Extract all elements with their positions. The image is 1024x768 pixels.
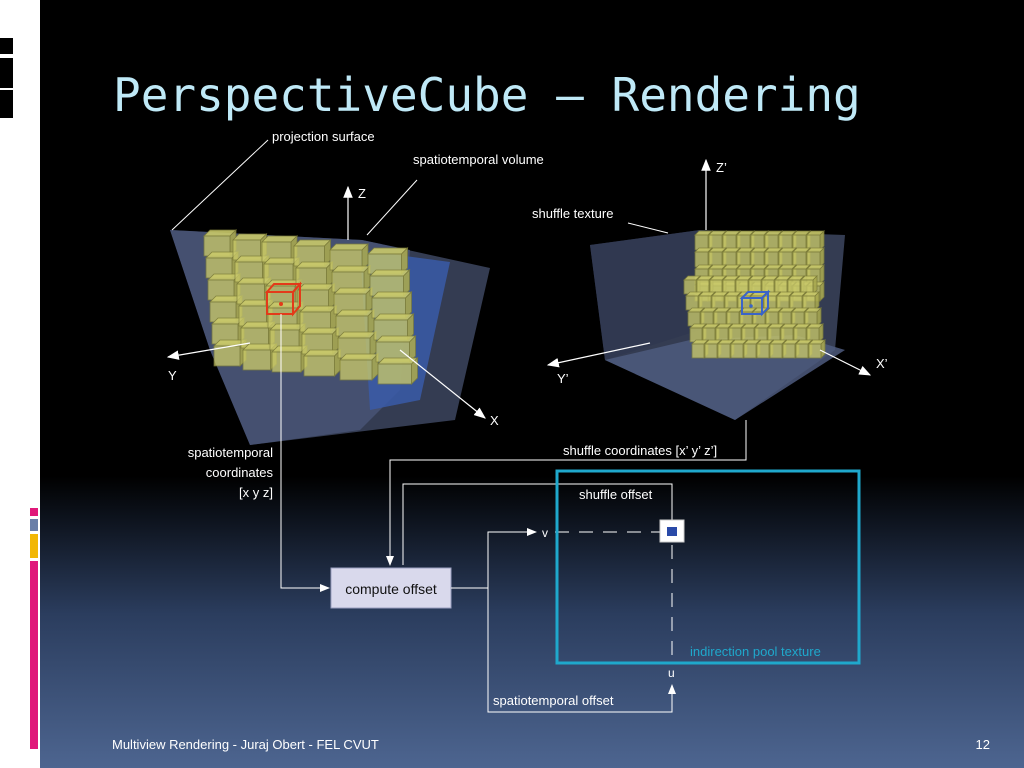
indirection-pool-texture: indirection pool texture [555, 469, 861, 665]
axis-z-label: Z [358, 186, 366, 201]
axis-x-arrow [399, 349, 486, 419]
shuffle-coordinates-label: shuffle coordinates [x’ y’ z’] [563, 443, 717, 458]
axis-y-arrow [166, 342, 251, 360]
axis-x-label: X [490, 413, 499, 428]
shuffle-offset-label: shuffle offset [579, 487, 653, 502]
sidebar-block [0, 90, 13, 118]
accent-stripes [30, 508, 38, 752]
page-number: 12 [975, 737, 990, 752]
axis-y-prime-label: Y’ [557, 371, 569, 386]
spatiotemporal-offset-label: spatiotemporal offset [493, 693, 614, 708]
highlighted-voxel [264, 281, 303, 317]
projection-surface-label: projection surface [272, 129, 375, 144]
compute-offset-box: compute offset [330, 567, 452, 609]
u-axis-label: u [668, 666, 675, 680]
left-voxel-grid [203, 229, 419, 385]
spatiotemporal-coordinates-label-2: coordinates [206, 465, 274, 480]
footer-text: Multiview Rendering - Juraj Obert - FEL … [112, 737, 379, 752]
left-sidebar-bar [0, 0, 40, 768]
axis-x-prime-label: X’ [876, 356, 888, 371]
right-voxel-grid [683, 230, 826, 359]
v-axis-label: v [542, 526, 548, 540]
slide-title: PerspectiveCube – Rendering [113, 68, 861, 122]
axis-y-label: Y [168, 368, 177, 383]
axis-z-prime-label: Z’ [716, 160, 727, 175]
indirection-pool-texture-label: indirection pool texture [690, 644, 821, 659]
axis-x-prime-arrow [819, 349, 872, 376]
sidebar-block [0, 38, 13, 54]
spatiotemporal-coordinates-label-1: spatiotemporal [188, 445, 273, 460]
compute-offset-label: compute offset [345, 581, 437, 597]
shuffle-texture-label: shuffle texture [532, 206, 613, 221]
spatiotemporal-volume-label: spatiotemporal volume [413, 152, 544, 167]
right-volume [590, 230, 845, 420]
left-volume [170, 229, 490, 445]
highlighted-shuffle-voxel [739, 289, 771, 317]
sidebar-block [0, 58, 13, 88]
spatiotemporal-coordinates-label-3: [x y z] [239, 485, 273, 500]
axis-y-prime-arrow [546, 342, 651, 368]
